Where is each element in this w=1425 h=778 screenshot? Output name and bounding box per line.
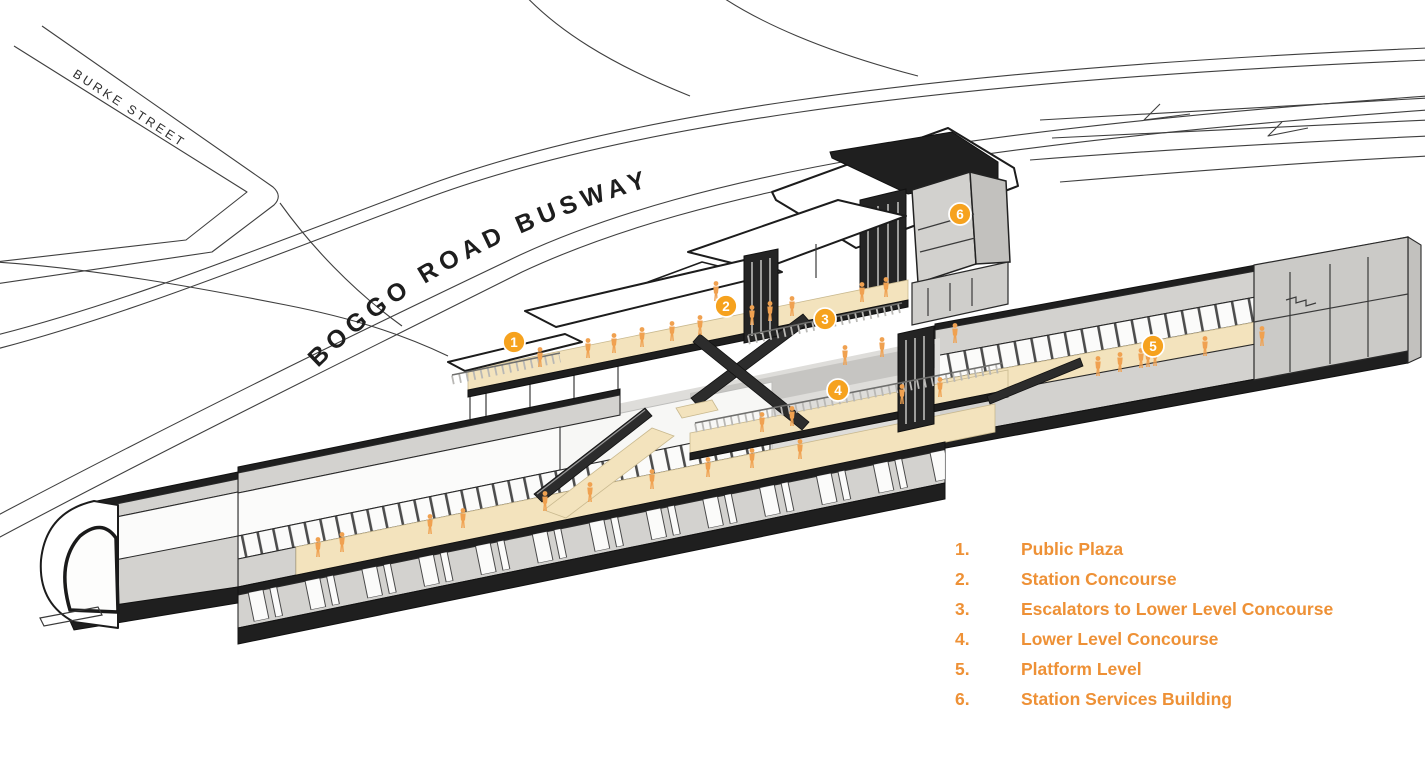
marker-5: 5 <box>1141 334 1165 358</box>
legend-number: 3. <box>955 598 970 619</box>
legend-label: Station Concourse <box>1021 568 1177 589</box>
legend-item-platform-level: 5. Platform Level <box>955 654 1333 684</box>
legend-number: 5. <box>955 658 970 679</box>
svg-text:6: 6 <box>956 207 964 222</box>
legend: 1. Public Plaza 2. Station Concourse 3. … <box>955 534 1333 714</box>
sweeping-canopy <box>524 257 783 328</box>
legend-label: Station Services Building <box>1021 688 1233 709</box>
marker-2: 2 <box>714 294 738 318</box>
svg-text:1: 1 <box>510 335 518 350</box>
escalator-east <box>986 357 1084 405</box>
svg-text:2: 2 <box>722 299 730 314</box>
legend-label: Public Plaza <box>1021 538 1124 559</box>
markers: 1 2 3 4 5 6 <box>502 202 1165 402</box>
marker-1: 1 <box>502 330 526 354</box>
right-wing <box>934 236 1422 451</box>
legend-label: Escalators to Lower Level Concourse <box>1021 598 1334 619</box>
legend-number: 2. <box>955 568 970 589</box>
legend-item-lower-concourse: 4. Lower Level Concourse <box>955 624 1333 654</box>
legend-item-services-building: 6. Station Services Building <box>955 684 1333 714</box>
legend-number: 4. <box>955 628 970 649</box>
busway-label: BOGGO ROAD BUSWAY <box>303 165 654 373</box>
burke-street-label: BURKE STREET <box>70 67 188 151</box>
svg-text:3: 3 <box>821 312 829 327</box>
escalator-to-platform <box>533 407 653 503</box>
legend-number: 6. <box>955 688 970 709</box>
marker-6: 6 <box>948 202 972 226</box>
marker-4: 4 <box>826 378 850 402</box>
legend-item-escalators: 3. Escalators to Lower Level Concourse <box>955 594 1333 624</box>
legend-item-public-plaza: 1. Public Plaza <box>955 534 1333 564</box>
escalators <box>533 313 1084 519</box>
legend-number: 1. <box>955 538 970 559</box>
legend-label: Platform Level <box>1021 658 1142 679</box>
legend-item-station-concourse: 2. Station Concourse <box>955 564 1333 594</box>
road-network <box>0 0 1425 538</box>
svg-text:5: 5 <box>1149 339 1157 354</box>
platform-floor-west <box>295 403 996 576</box>
marker-3: 3 <box>813 307 837 331</box>
services-building <box>647 127 1019 326</box>
left-wing <box>39 388 996 645</box>
svg-text:4: 4 <box>834 383 842 398</box>
legend-label: Lower Level Concourse <box>1021 628 1219 649</box>
